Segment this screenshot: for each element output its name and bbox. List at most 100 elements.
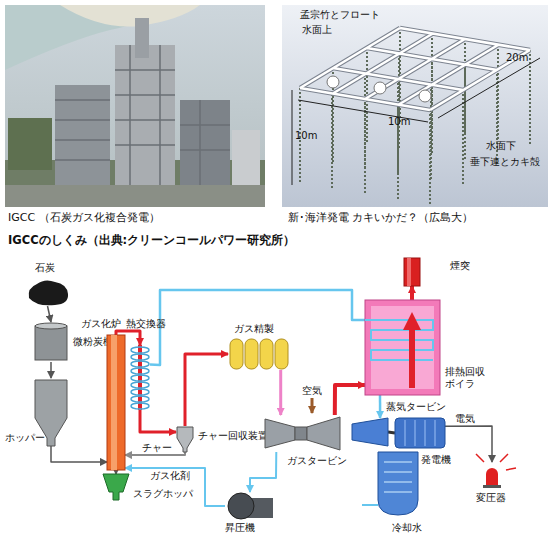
heat-exchanger-shape: [130, 345, 150, 410]
bamboo-frame: [300, 28, 530, 110]
float: [419, 90, 431, 102]
annotation-label: 新･海洋発電 カキいかだ？（広島大）: [288, 212, 474, 224]
coal-pile-shape: [25, 278, 70, 306]
annotation-label: 20m: [506, 52, 528, 64]
annotation-label: 空気: [302, 385, 322, 397]
shape-part: [131, 368, 149, 374]
shape-part: [407, 258, 411, 286]
raft-background: [282, 5, 548, 207]
component-label: 蒸気タービン: [386, 401, 446, 413]
shape-part: [230, 339, 243, 369]
condenser-tubes: [384, 462, 412, 492]
heat-exchanger: 熱交換器: [130, 345, 150, 410]
booster-compressor: 昇圧機: [225, 492, 275, 520]
shape-part: [107, 335, 125, 470]
shape-part: [365, 320, 433, 360]
flow-connector: [250, 452, 276, 492]
gas-turbine-shape: [265, 415, 340, 452]
annotation-label: 冷却水: [392, 522, 422, 534]
component-label: 排熱回収ボイラ: [445, 366, 487, 390]
float: [327, 76, 339, 88]
flow-connector: [388, 432, 395, 433]
flow-connector: [410, 286, 414, 300]
char-collector-shape: [176, 426, 194, 452]
heat-recovery-boiler-shape: [365, 300, 440, 395]
gasifier-shape: [107, 335, 125, 470]
hopper: ホッパー: [33, 378, 69, 446]
photo-sky: [5, 5, 265, 207]
shape-part: [365, 300, 440, 395]
bamboo-frame-outline: [300, 28, 530, 110]
component-label: 発電機: [421, 454, 451, 466]
flow-connector: [185, 354, 228, 426]
flow-connector: [48, 306, 52, 322]
shape-part: [483, 485, 501, 488]
component-label: ガス精製: [234, 323, 274, 335]
char-collector: チャー回収装置: [176, 426, 194, 452]
component-label: チャー回収装置: [198, 430, 268, 442]
photo-trees: [8, 118, 52, 170]
shape-part: [245, 339, 258, 369]
flow-connector: [125, 468, 225, 506]
photo-building: [115, 45, 175, 185]
transformer-lamp-shape: [478, 462, 506, 488]
photo-tower: [135, 18, 149, 58]
slag-hopper-shape: [103, 474, 129, 500]
shape-part: [131, 382, 149, 388]
component-label: ガスタービン: [287, 455, 347, 467]
shape-part: [111, 335, 117, 470]
flow-connector: [140, 410, 176, 432]
booster-compressor-shape: [225, 492, 275, 520]
hanging-strands: [300, 28, 530, 205]
coal-pile: 石炭: [25, 278, 70, 306]
transformer-lamp: 変圧器: [478, 462, 506, 488]
shape-part: [371, 306, 434, 389]
flow-connector: [50, 362, 52, 378]
shape-part: [260, 339, 273, 369]
shape-part: [352, 418, 388, 446]
flow-connector: [279, 370, 282, 415]
dimension-lines: [292, 58, 540, 185]
transformer-rays: [476, 454, 516, 470]
shape-part: [275, 339, 288, 369]
annotation-label: 10m: [295, 130, 317, 142]
pulverizer-shape: [33, 322, 69, 362]
photo-building: [232, 130, 260, 185]
shape-part: [131, 396, 149, 402]
shape-part: [29, 280, 68, 305]
shape-part: [395, 418, 445, 448]
shape-part: [409, 328, 415, 388]
diagram-title: IGCCのしくみ（出典:クリーンコールパワー研究所）: [8, 234, 295, 246]
component-label: 熱交換器: [126, 318, 166, 330]
shape-part: [131, 354, 149, 360]
shape-part: [295, 427, 307, 440]
shape-part: [131, 361, 149, 367]
shape-part: [131, 347, 149, 353]
flow-label: 電気: [455, 413, 475, 425]
gasifier: ガス化炉: [107, 335, 125, 470]
photo-structure-lines: [55, 45, 230, 185]
shape-part: [35, 326, 67, 360]
photo-building: [180, 100, 230, 185]
shape-part: [403, 312, 421, 330]
flow-connector: [115, 470, 117, 474]
component-label: 変圧器: [476, 492, 506, 504]
component-label: 煙突: [450, 260, 470, 272]
component-label: スラグホッパ: [133, 488, 193, 500]
shape-part: [131, 375, 149, 381]
shape-part: [35, 323, 67, 329]
pulverizer: 微粉炭機: [33, 322, 69, 362]
steam-turbine-shape: [352, 418, 388, 446]
flow-connector: [379, 395, 382, 418]
annotation-label: 孟宗竹とフロート: [300, 9, 380, 21]
flow-connector: [445, 426, 492, 462]
gas-cleanup-shape: [228, 338, 290, 370]
float: [374, 82, 386, 94]
heat-recovery-boiler: 排熱回収ボイラ: [365, 300, 440, 395]
shape-part: [265, 419, 295, 448]
shape-part: [131, 403, 149, 409]
photo-sand: [60, 5, 200, 27]
photo-road: [5, 185, 265, 207]
